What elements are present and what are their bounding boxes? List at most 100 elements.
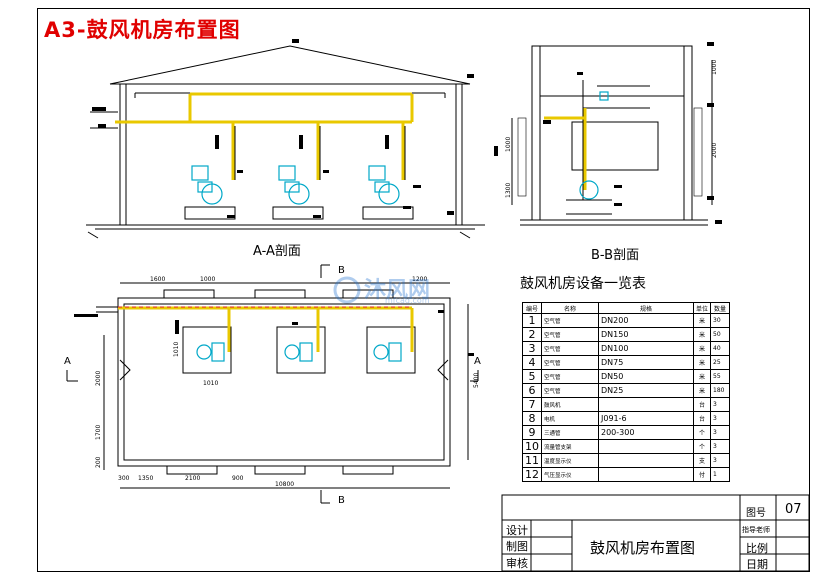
fig-no-label: 图号 [746,508,766,519]
dim-plan-left-0: 2000 [95,371,102,386]
dim-plan-bottom-3: 900 [232,475,244,482]
cell-unit: 米 [692,355,712,370]
advisor-label: 指导老师 [742,526,770,534]
cell-name: 空气管 [541,341,599,356]
cell-spec: DN150 [598,327,694,342]
scale-label: 比例 [746,542,768,555]
cut-a-right: A [474,356,481,367]
bb-section-caption: B-B剖面 [591,248,640,263]
dim-plan-top-1: 1000 [200,276,215,283]
watermark-logo-icon [333,276,361,304]
cell-name: 温度显示仪 [541,453,599,468]
dim-bb-left-1: 1300 [505,183,512,198]
cell-no: 10 [522,439,542,454]
cell-qty: 55 [710,369,731,384]
cell-no: 6 [522,383,542,398]
cell-name: 鼓风机 [541,397,599,412]
date-label: 日期 [746,558,768,571]
cell-no: 7 [522,397,542,412]
dim-plan-top-0: 1600 [150,276,165,283]
cell-qty: 1 [710,467,731,482]
col-spec: 规格 [598,302,694,314]
drawing-name: 鼓风机房布置图 [590,539,696,557]
cell-name: 电机 [541,411,599,426]
cell-qty: 25 [710,355,731,370]
cell-name: 空气管 [541,369,599,384]
col-name: 名称 [541,302,599,314]
cell-unit: 台 [692,397,712,412]
cell-no: 3 [522,341,542,356]
review-label: 审核 [506,557,528,570]
watermark-text: 沐风网 [364,278,430,303]
equipment-table-title: 鼓风机房设备一览表 [520,276,646,292]
cell-no: 4 [522,355,542,370]
dim-plan-top-2: 1200 [412,276,427,283]
cut-b-top: B [338,265,345,276]
cell-unit: 个 [692,425,712,440]
cell-qty: 40 [710,341,731,356]
aa-section-caption: A-A剖面 [253,244,301,259]
cell-qty: 180 [710,383,731,398]
dim-bb-left-0: 1000 [505,137,512,152]
col-unit: 单位 [692,302,712,314]
dim-pump-box-h: 1010 [173,342,180,357]
dim-plan-total: 10800 [275,481,294,488]
equipment-table-header: 编号 名称 规格 单位 数量 [522,302,731,314]
drawing-title: A3-鼓风机房布置图 [44,18,241,42]
cell-spec: J091-6 [598,411,694,426]
cell-unit: 米 [692,383,712,398]
cell-unit: 付 [692,467,712,482]
design-label: 设计 [506,524,528,537]
cell-name: 空气管 [541,355,599,370]
cell-spec [598,397,694,412]
cell-no: 2 [522,327,542,342]
cell-name: 空气管 [541,327,599,342]
cell-unit: 米 [692,327,712,342]
cell-name: 空气管 [541,313,599,328]
cell-name: 气压显示仪 [541,467,599,482]
dim-plan-left-1: 1700 [95,425,102,440]
cell-qty: 50 [710,327,731,342]
cell-no: 5 [522,369,542,384]
dim-plan-left-2: 200 [95,456,102,468]
cut-a-left: A [64,356,71,367]
cell-qty: 30 [710,313,731,328]
col-no: 编号 [522,302,542,314]
fig-no: 07 [785,502,802,517]
cell-qty: 3 [710,397,731,412]
cut-b-bottom: B [338,495,345,506]
cell-spec [598,453,694,468]
aa-section [86,45,485,239]
cell-spec: DN50 [598,369,694,384]
cell-no: 12 [522,467,542,482]
cell-spec [598,467,694,482]
drawing-frame [37,8,810,572]
plan-view [66,264,479,504]
cell-qty: 3 [710,411,731,426]
drawn-label: 制图 [506,540,528,553]
cell-spec: DN100 [598,341,694,356]
dim-bb-right-0: 1000 [711,60,718,75]
bb-section [511,45,713,226]
col-qty: 数量 [710,302,731,314]
cell-spec [598,439,694,454]
cell-no: 1 [522,313,542,328]
cell-unit: 米 [692,341,712,356]
cell-name: 三通管 [541,425,599,440]
cell-unit: 台 [692,411,712,426]
dim-pump-box-w: 1010 [203,380,218,387]
cell-no: 8 [522,411,542,426]
cell-no: 9 [522,425,542,440]
dim-plan-bottom-1: 1350 [138,475,153,482]
dim-bb-right-1: 2000 [711,143,718,158]
